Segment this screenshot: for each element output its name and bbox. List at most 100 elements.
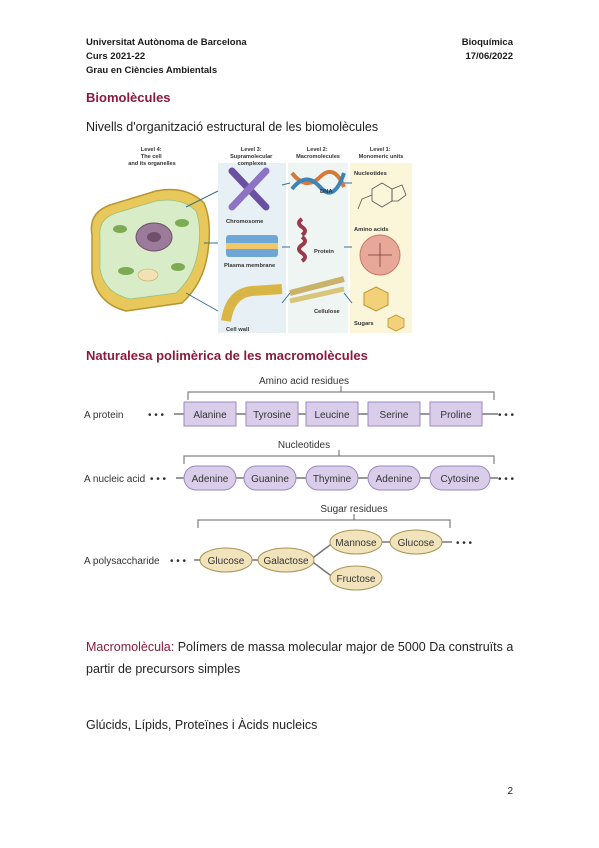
plasma-membrane-icon xyxy=(226,235,278,257)
nucleotide-pill xyxy=(183,465,237,491)
sugar-ellipse xyxy=(257,547,315,573)
sugar-fructose: Fructose xyxy=(337,574,376,585)
nucleotides-group-label: Nucleotides xyxy=(278,440,330,451)
nucleotide-adenine-1: Adenine xyxy=(192,474,229,485)
sugar-ring-icon xyxy=(363,286,405,332)
nucleotide-pill xyxy=(305,465,359,491)
svg-text:Level 2: Macromolecules: Level 2: Macromolecules xyxy=(296,147,340,160)
nucleic-left-dots: • • • xyxy=(150,474,167,485)
sugar-residues-label: Sugar residues xyxy=(320,504,387,515)
protein-label: Protein xyxy=(314,249,334,255)
levels-figure: Level 4: The cell and its organelles Lev… xyxy=(90,147,412,333)
subject-name: Bioquímica xyxy=(461,37,513,48)
nucleotide-structure-icon xyxy=(357,182,407,210)
nucleotides-label: Nucleotides xyxy=(354,171,387,177)
protein-right-dots: • • • xyxy=(498,410,515,421)
document-date: 17/06/2022 xyxy=(465,51,513,62)
amino-acids-label: Amino acids xyxy=(354,227,388,233)
cellulose-label: Cellulose xyxy=(314,309,341,315)
sugar-right-dots: • • • xyxy=(456,538,473,549)
residue-box xyxy=(429,401,483,427)
university-name: Universitat Autònoma de Barcelona xyxy=(86,37,247,48)
sugar-galactose: Galactose xyxy=(263,556,308,567)
nucleotide-pill xyxy=(367,465,421,491)
protein-row-label: A protein xyxy=(84,410,123,421)
nucleic-chain: Adenine Guanine Thymine Adenine Cytosine xyxy=(183,465,491,491)
header-right: Bioquímica 17/06/2022 xyxy=(462,36,513,64)
residue-serine: Serine xyxy=(380,410,409,421)
sugars-label: Sugars xyxy=(354,321,374,327)
residue-box xyxy=(367,401,421,427)
level1-line2: Monomeric units xyxy=(359,154,404,160)
polysaccharide-row-label: A polysaccharide xyxy=(84,556,160,567)
section-title-biomolecules: Biomolècules xyxy=(86,90,171,105)
polymer-figure: Amino acid residues A protein • • • • • … xyxy=(84,376,515,591)
sugar-ellipse xyxy=(329,529,383,555)
cell-illustration xyxy=(90,188,211,312)
level3-line3: complexes xyxy=(238,161,267,167)
residue-box xyxy=(183,401,237,427)
cell-wall-label: Cell wall xyxy=(226,327,250,333)
nucleic-row-label: A nucleic acid xyxy=(84,474,145,485)
level2-line2: Macromolecules xyxy=(296,154,340,160)
cellulose-icon xyxy=(289,276,345,304)
definition-line2: partir de precursors simples xyxy=(86,662,241,676)
protein-chain: Alanine Tyrosine Leucine Serine Proline xyxy=(183,401,483,427)
definition-text: Polímers de massa molecular major de 500… xyxy=(174,640,514,654)
sugar-glucose-2: Glucose xyxy=(398,538,435,549)
sugar-glucose-1: Glucose xyxy=(208,556,245,567)
residue-tyrosine: Tyrosine xyxy=(253,410,291,421)
residue-leucine: Leucine xyxy=(314,410,349,421)
level4-line1: Level 4: xyxy=(141,147,162,153)
sugar-ellipse xyxy=(389,529,443,555)
cell-wall-icon xyxy=(221,284,283,322)
section-title-polymeric: Naturalesa polimèrica de les macromolècu… xyxy=(86,348,368,363)
level1-line1: Level 1: xyxy=(370,147,391,153)
definition-term: Macromolècula: xyxy=(86,640,175,654)
nucleic-bracket xyxy=(183,450,495,464)
course-year: Curs 2021-22 xyxy=(86,51,146,62)
residue-box xyxy=(245,401,299,427)
protein-icon xyxy=(297,217,307,263)
definition-line1: Macromolècula: Polímers de massa molecul… xyxy=(86,640,513,654)
page-number: 2 xyxy=(507,786,513,797)
header-left: Universitat Autònoma de Barcelona Curs 2… xyxy=(86,36,247,78)
polysaccharide-chain: Glucose Galactose Mannose Glucose Fructo… xyxy=(199,529,443,591)
svg-text:Level 3: Supramolecular: Level 3: Supramolecular complexes xyxy=(230,147,274,167)
nucleic-right-dots: • • • xyxy=(498,474,515,485)
chromosome-icon xyxy=(228,167,270,211)
dna-label: DNA xyxy=(320,189,333,195)
degree-name: Grau en Ciències Ambientals xyxy=(86,65,218,76)
level3-line2: Supramolecular xyxy=(230,154,273,160)
nucleotide-adenine-2: Adenine xyxy=(376,474,413,485)
svg-text:Level 1: Monomeric units: Level 1: Monomeric units xyxy=(359,147,404,160)
section-subtitle: Nivells d'organització estructural de le… xyxy=(86,120,379,134)
sugar-left-dots: • • • xyxy=(170,556,187,567)
protein-left-dots: • • • xyxy=(148,410,165,421)
sugar-mannose: Mannose xyxy=(335,538,377,549)
level2-line1: Level 2: xyxy=(307,147,328,153)
chromosome-label: Chromosome xyxy=(226,219,264,225)
amino-acid-sphere-icon xyxy=(359,234,401,276)
sugar-ellipse xyxy=(199,547,253,573)
dna-icon xyxy=(290,169,346,195)
level4-line3: and its organelles xyxy=(128,161,176,167)
biomolecule-types-list: Glúcids, Lípids, Proteïnes i Àcids nucle… xyxy=(86,718,318,732)
plasma-membrane-label: Plasma membrane xyxy=(224,263,276,269)
level4-line2: The cell xyxy=(141,154,162,160)
sugar-bracket xyxy=(197,514,451,528)
residue-proline: Proline xyxy=(440,410,472,421)
residue-alanine: Alanine xyxy=(193,410,227,421)
nucleotide-pill xyxy=(429,465,491,491)
level3-line1: Level 3: xyxy=(241,147,262,153)
protein-bracket xyxy=(187,386,495,400)
nucleotide-thymine: Thymine xyxy=(313,474,352,485)
nucleotide-pill xyxy=(243,465,297,491)
sugar-ellipse xyxy=(329,565,383,591)
nucleotide-cytosine: Cytosine xyxy=(441,474,480,485)
nucleotide-guanine: Guanine xyxy=(251,474,289,485)
level2-panel xyxy=(288,163,348,333)
residue-box xyxy=(305,401,359,427)
svg-text:Level 4: The cell and: Level 4: The cell and its organelles xyxy=(128,147,176,167)
amino-acid-residues-label: Amino acid residues xyxy=(259,376,349,387)
